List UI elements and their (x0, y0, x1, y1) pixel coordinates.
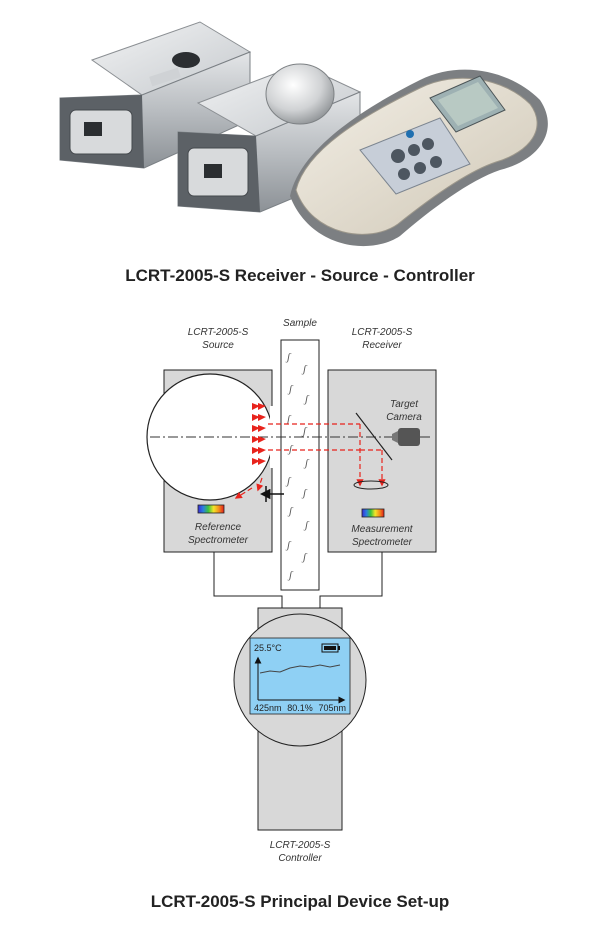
battery-icon (321, 643, 340, 653)
product-photo (59, 21, 548, 247)
reference-spectrometer-icon (197, 504, 225, 514)
controller-label-line2: Controller (278, 853, 322, 864)
target-camera-label-line2: Camera (386, 412, 422, 423)
transmitted-beam (234, 423, 386, 499)
setup-diagram: LCRT-2005-S Source Sample LCRT-2005-S Re… (146, 318, 437, 864)
reference-spectrometer-label-line1: Reference (195, 522, 242, 533)
sample-strip (280, 339, 320, 591)
controller-label-line1: LCRT-2005-S (270, 840, 331, 851)
svg-text:ʃ: ʃ (287, 443, 294, 455)
svg-text:ʃ: ʃ (285, 413, 292, 425)
measurement-spectrometer-icon (361, 508, 385, 518)
controller-screen (249, 637, 351, 715)
svg-text:ʃ: ʃ (303, 457, 310, 469)
measurement-spectrometer-label-line2: Spectrometer (352, 537, 413, 548)
focusing-lens (353, 480, 389, 490)
receiver-label-line1: LCRT-2005-S (352, 327, 413, 338)
svg-text:ʃ: ʃ (301, 487, 308, 499)
sample-label: Sample (283, 318, 317, 329)
svg-text:ʃ: ʃ (285, 475, 292, 487)
controller-device (290, 69, 548, 247)
diagram-caption: LCRT-2005-S Principal Device Set-up (150, 892, 450, 911)
svg-text:ʃ: ʃ (285, 539, 292, 551)
source-label-line2: Source (202, 340, 234, 351)
target-camera-label-line1: Target (390, 399, 419, 410)
photo-caption: LCRT-2005-S Receiver - Source - Controll… (125, 266, 475, 285)
screen-axis-start: 425nm (254, 703, 282, 713)
screen-axis-end: 705nm (318, 703, 346, 713)
measurement-spectrometer-label-line1: Measurement (351, 524, 413, 535)
connection-cables (213, 552, 383, 608)
screen-temperature: 25.5°C (254, 643, 282, 653)
svg-text:ʃ: ʃ (303, 519, 310, 531)
receiver-label-line2: Receiver (362, 340, 402, 351)
svg-text:ʃ: ʃ (301, 425, 308, 437)
screen-spectrum-curve (259, 664, 341, 674)
source-label-line1: LCRT-2005-S (188, 327, 249, 338)
svg-text:ʃ: ʃ (287, 569, 294, 581)
svg-text:ʃ: ʃ (301, 551, 308, 563)
source-beam-arrows (252, 403, 266, 465)
sample-texture: ʃʃ ʃʃ ʃʃ ʃʃ ʃʃ ʃʃ ʃʃ ʃ (285, 351, 310, 581)
svg-text:ʃ: ʃ (287, 505, 294, 517)
screen-value: 80.1% (287, 703, 313, 713)
svg-text:ʃ: ʃ (303, 393, 310, 405)
svg-text:ʃ: ʃ (287, 383, 294, 395)
reference-spectrometer-label-line2: Spectrometer (188, 535, 249, 546)
beam-splitter (355, 412, 393, 461)
target-camera (392, 428, 420, 446)
svg-text:ʃ: ʃ (285, 351, 292, 363)
svg-text:ʃ: ʃ (301, 363, 308, 375)
